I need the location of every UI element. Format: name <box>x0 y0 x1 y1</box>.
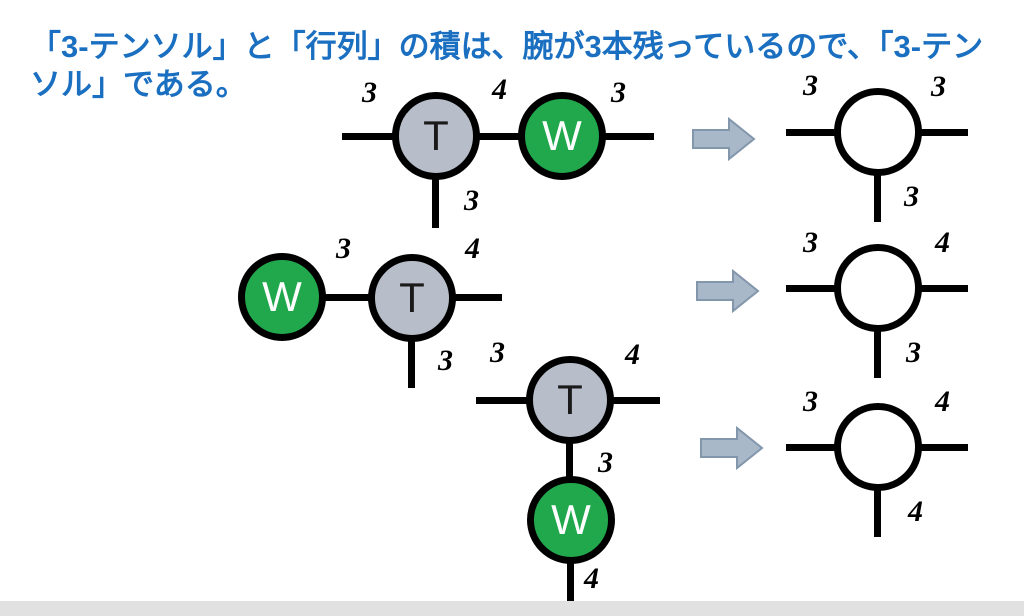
tensor-left-leg-edge <box>342 133 398 140</box>
right-block-arrow-icon <box>700 425 764 471</box>
result-right-leg-edge <box>918 285 968 292</box>
result-right-leg-edge <box>918 444 968 451</box>
contraction-bond-edge <box>474 133 522 140</box>
leg-dim-label: 3 <box>906 336 921 369</box>
leg-dim-label: 4 <box>625 338 640 371</box>
tensor-left-leg-edge <box>476 397 530 404</box>
leg-dim-label: 3 <box>464 184 479 217</box>
result-bottom-leg-edge <box>874 172 881 222</box>
tensor-right-leg-edge <box>454 294 502 301</box>
matrix-W-node: W <box>518 92 606 180</box>
leg-dim-label: 4 <box>935 385 950 418</box>
bottom-edge-bar <box>0 601 1024 616</box>
tensor-right-leg-edge <box>612 397 660 404</box>
result-bottom-leg-edge <box>874 328 881 378</box>
leg-dim-label: 4 <box>908 495 923 528</box>
result-left-leg-edge <box>786 129 838 136</box>
tensor-bottom-leg-edge <box>432 176 439 228</box>
matrix-W-node: W <box>527 476 615 564</box>
matrix-W-label: W <box>262 273 302 320</box>
result-left-leg-edge <box>786 285 838 292</box>
tensor-T-label: T <box>557 376 583 423</box>
contraction-bond-edge <box>566 440 573 480</box>
matrix-right-leg-edge <box>604 133 654 140</box>
tensor-T-node: T <box>526 356 614 444</box>
leg-dim-label: 4 <box>465 232 480 265</box>
leg-dim-label: 4 <box>584 562 599 595</box>
leg-dim-label: 3 <box>803 385 818 418</box>
right-block-arrow-icon <box>696 268 760 314</box>
leg-dim-label: 3 <box>490 336 505 369</box>
leg-dim-label: 4 <box>935 226 950 259</box>
bond-dim-label: 3 <box>598 446 613 479</box>
leg-dim-label: 3 <box>803 226 818 259</box>
contraction-bond-edge <box>324 294 372 301</box>
tensor-T-node: T <box>392 92 480 180</box>
leg-dim-label: 3 <box>931 70 946 103</box>
slide-title: 「3-テンソル」と「行列」の積は、腕が3本残っているので、「3-テンソル」である… <box>30 29 984 102</box>
tensor-T-label: T <box>399 274 425 321</box>
leg-dim-label: 3 <box>803 69 818 102</box>
result-tensor-node <box>834 244 922 332</box>
leg-dim-label: 3 <box>904 180 919 213</box>
tensor-bottom-leg-edge <box>408 338 415 388</box>
leg-dim-label: 3 <box>362 76 377 109</box>
leg-dim-label: 3 <box>438 344 453 377</box>
right-block-arrow-icon <box>692 116 756 162</box>
tensor-T-label: T <box>423 112 449 159</box>
matrix-W-node: W <box>238 253 326 341</box>
result-tensor-node <box>834 88 922 176</box>
result-tensor-node <box>834 403 922 491</box>
leg-dim-label: 3 <box>611 76 626 109</box>
result-left-leg-edge <box>786 444 838 451</box>
bond-dim-label: 4 <box>492 73 507 106</box>
bond-dim-label: 3 <box>336 232 351 265</box>
result-bottom-leg-edge <box>874 487 881 537</box>
result-right-leg-edge <box>918 129 968 136</box>
matrix-W-label: W <box>551 496 591 543</box>
matrix-W-label: W <box>542 112 582 159</box>
tensor-T-node: T <box>368 254 456 342</box>
matrix-bottom-leg-edge <box>567 560 574 601</box>
